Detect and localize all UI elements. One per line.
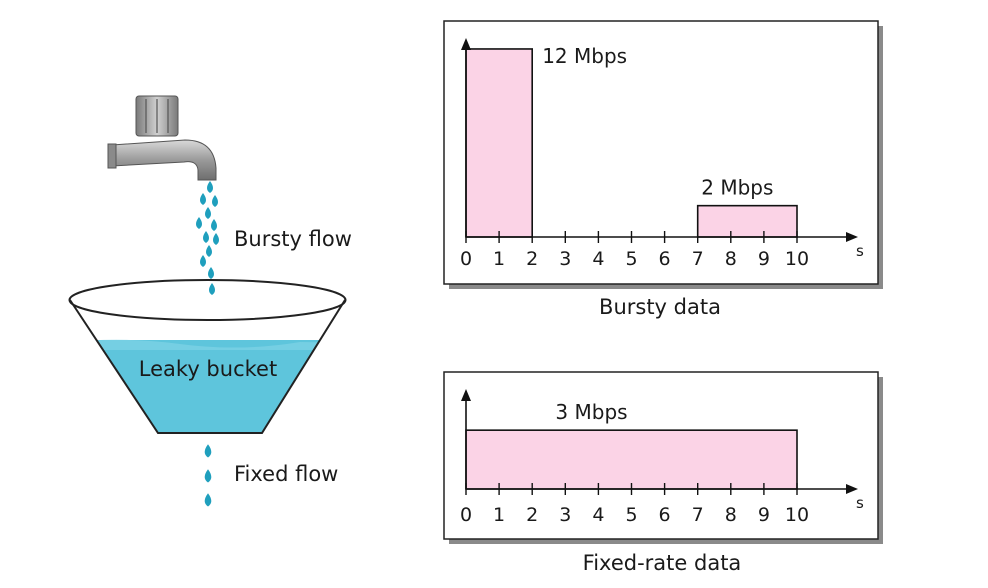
water-drop-icon — [209, 283, 215, 295]
water-drop-icon — [207, 181, 213, 193]
water-drop-icon — [206, 245, 212, 257]
x-tick-label: 0 — [460, 504, 472, 526]
water-drop-icon — [205, 207, 211, 219]
water-drop-icon — [204, 493, 212, 507]
x-tick-label: 6 — [659, 504, 671, 526]
x-tick-label: 3 — [559, 504, 571, 526]
leaky-bucket-label: Leaky bucket — [139, 357, 277, 381]
data-label: 12 Mbps — [542, 44, 627, 68]
x-tick-label: 2 — [526, 248, 538, 270]
x-tick-label: 5 — [625, 248, 637, 270]
water-drop-icon — [196, 217, 202, 229]
bursty-flow-label: Bursty flow — [234, 227, 352, 251]
x-tick-label: 1 — [493, 248, 505, 270]
water-drop-icon — [211, 219, 217, 231]
water-drop-icon — [213, 233, 219, 245]
bursty-drops — [196, 181, 219, 295]
water-drop-icon — [200, 255, 206, 267]
x-tick-label: 6 — [659, 248, 671, 270]
chart-caption: Fixed-rate data — [583, 551, 742, 575]
x-tick-label: 2 — [526, 504, 538, 526]
y-axis-arrow-icon — [461, 389, 471, 401]
data-bar — [696, 204, 798, 238]
data-label: 2 Mbps — [701, 176, 773, 200]
x-tick-label: 8 — [725, 248, 737, 270]
x-tick-label: 7 — [692, 504, 704, 526]
x-tick-label: 5 — [625, 504, 637, 526]
x-tick-label: 3 — [559, 248, 571, 270]
water-drop-icon — [203, 231, 209, 243]
x-tick-label: 10 — [785, 248, 809, 270]
faucet-icon — [107, 95, 217, 181]
x-axis-arrow-icon — [846, 484, 858, 494]
x-unit-label: s — [856, 242, 864, 260]
water-drop-icon — [204, 469, 212, 483]
x-axis-arrow-icon — [846, 232, 858, 242]
data-bar — [465, 429, 798, 490]
chart-caption: Bursty data — [599, 295, 721, 319]
x-tick-label: 0 — [460, 248, 472, 270]
data-bar — [465, 48, 533, 238]
x-tick-label: 4 — [592, 504, 604, 526]
x-tick-label: 9 — [758, 504, 770, 526]
x-unit-label: s — [856, 494, 864, 512]
water-drop-icon — [208, 267, 214, 279]
x-tick-label: 7 — [692, 248, 704, 270]
x-tick-label: 9 — [758, 248, 770, 270]
water-drop-icon — [204, 444, 212, 458]
x-tick-label: 10 — [785, 504, 809, 526]
fixed-drops — [204, 444, 212, 507]
bucket-water — [70, 340, 345, 433]
water-drop-icon — [200, 193, 206, 205]
fixed-flow-label: Fixed flow — [234, 462, 338, 486]
water-drop-icon — [212, 195, 218, 207]
data-label: 3 Mbps — [555, 400, 627, 424]
x-tick-label: 8 — [725, 504, 737, 526]
y-axis-arrow-icon — [461, 38, 471, 50]
x-tick-label: 4 — [592, 248, 604, 270]
x-tick-label: 1 — [493, 504, 505, 526]
